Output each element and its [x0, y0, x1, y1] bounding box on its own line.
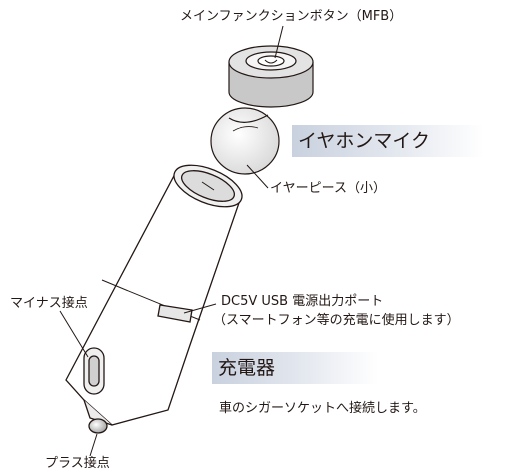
minus-contact-label: マイナス接点: [10, 296, 88, 311]
leader-lines: [59, 25, 284, 457]
ear-piece-stem: [228, 114, 269, 123]
mfb-mark-icon: [264, 59, 278, 64]
earphone-mic-banner: イヤホンマイク: [292, 125, 484, 157]
car-socket-note: 車のシガーソケットへ接続します。: [219, 401, 426, 416]
usb-port-note: （スマートフォン等の充電に使用します）: [213, 313, 460, 328]
ear-piece-label: イヤーピース（小）: [270, 181, 386, 196]
usb-port-label: DC5V USB 電源出力ポート: [221, 294, 384, 309]
plus-contact-label: プラス接点: [45, 456, 110, 471]
car-charger-body: [65, 164, 243, 434]
ear-piece-leader: [246, 164, 269, 189]
plus-contact-leader: [89, 433, 98, 457]
usb-port-leader: [183, 303, 217, 314]
charger-body-outline: [65, 171, 241, 426]
earphone-mic-unit: [210, 45, 314, 175]
mfb-label: メインファンクションボタン（MFB）: [180, 9, 403, 24]
charger-inner-slot: [201, 181, 215, 191]
minus-contact-leader: [59, 310, 89, 358]
usb-port: [157, 304, 193, 323]
ear-piece: [210, 107, 280, 175]
charger-banner: 充電器: [212, 352, 378, 384]
mfb-leader: [274, 25, 284, 59]
plus-contact-tip: [88, 418, 108, 434]
mfb-inner-ring: [257, 55, 285, 67]
